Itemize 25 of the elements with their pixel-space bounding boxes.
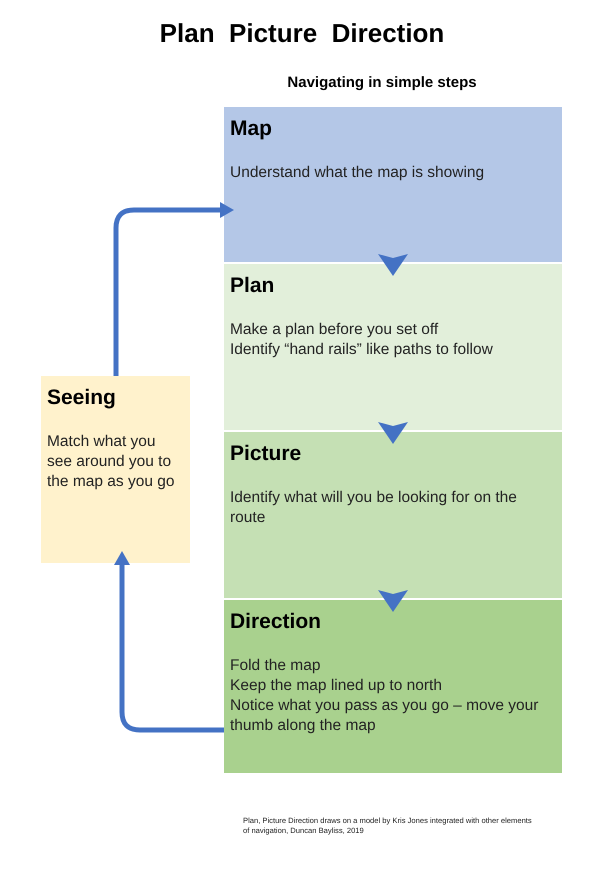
- step-heading: Plan: [230, 274, 274, 298]
- step-text: Notice what you pass as you go – move your thumb along the map: [230, 696, 540, 736]
- title: Plan Picture Direction: [158, 18, 446, 49]
- step-box: [224, 600, 562, 773]
- step-text: Understand what the map is showing: [230, 163, 486, 183]
- chevron-arrow: [378, 422, 408, 444]
- subtitle: Navigating in simple steps: [286, 74, 478, 91]
- step-box: [41, 376, 190, 563]
- curved-arrow: [114, 551, 224, 732]
- step-text: Make a plan before you set off: [230, 320, 440, 340]
- chevron-arrow: [378, 254, 408, 276]
- step-box: [224, 107, 562, 262]
- step-heading: Picture: [230, 442, 302, 466]
- step-box: [224, 264, 562, 430]
- step-heading: Direction: [230, 610, 322, 634]
- step-text: Identify “hand rails” like paths to follow: [230, 340, 494, 360]
- step-text: Keep the map lined up to north: [230, 676, 443, 696]
- step-text: Fold the map: [230, 656, 322, 676]
- step-box: [224, 432, 562, 598]
- step-text: Identify what will you be looking for on the route: [230, 488, 518, 528]
- step-heading: Seeing: [47, 386, 116, 410]
- chevron-arrow: [378, 590, 408, 612]
- curved-arrow: [114, 202, 234, 376]
- step-text: Match what you see around you to the map as you go: [47, 432, 176, 492]
- step-heading: Map: [230, 117, 272, 141]
